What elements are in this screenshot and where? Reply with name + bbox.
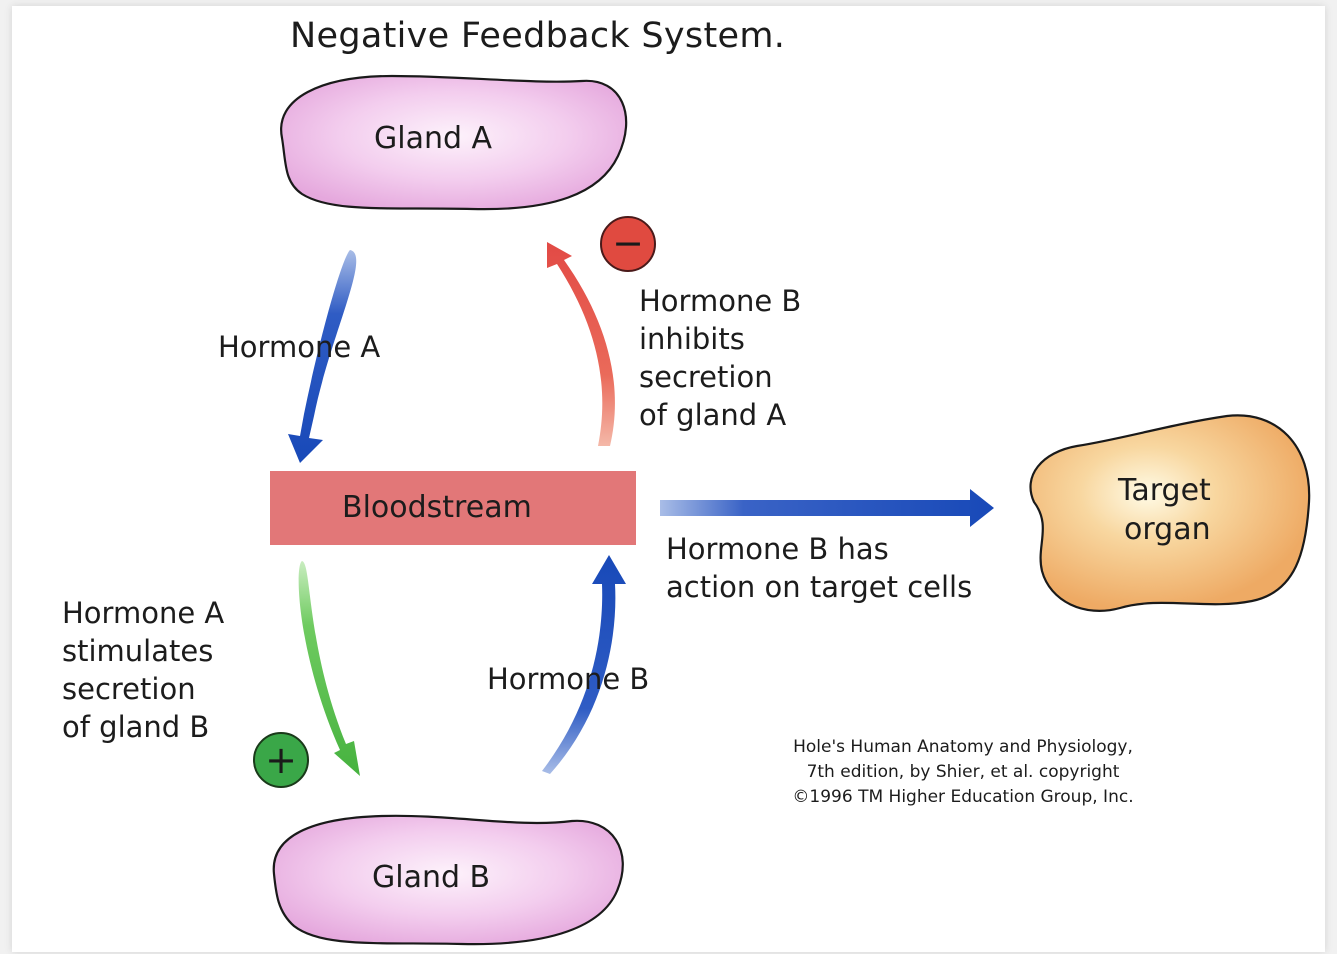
gland-b-label: Gland B bbox=[372, 860, 491, 895]
gland-a-shape bbox=[280, 74, 628, 211]
bloodstream-label: Bloodstream bbox=[342, 490, 532, 525]
hormone-a-label: Hormone A bbox=[218, 330, 381, 364]
minus-badge bbox=[600, 216, 656, 272]
action-line-2: action on target cells bbox=[666, 570, 973, 604]
action-arrow bbox=[660, 489, 994, 527]
target-organ-shape bbox=[1029, 414, 1311, 612]
plus-sign: + bbox=[265, 738, 297, 782]
hormone-b-arrow bbox=[542, 555, 626, 774]
inhibit-line-2: inhibits bbox=[639, 322, 745, 356]
diagram-title: Negative Feedback System. bbox=[290, 16, 786, 56]
stimulate-line-2: stimulates bbox=[62, 634, 214, 668]
citation-line-2: 7th edition, by Shier, et al. copyright bbox=[806, 762, 1120, 782]
diagram-graphics: − + bbox=[253, 74, 1311, 946]
gland-b-shape bbox=[272, 814, 624, 946]
stimulate-line-1: Hormone A bbox=[62, 596, 225, 630]
citation-line-1: Hole's Human Anatomy and Physiology, bbox=[793, 737, 1133, 757]
stimulate-arrow bbox=[298, 561, 360, 776]
citation-line-3: ©1996 TM Higher Education Group, Inc. bbox=[792, 787, 1134, 807]
inhibit-annotation: Hormone B inhibits secretion of gland A bbox=[639, 282, 801, 434]
stimulate-annotation: Hormone A stimulates secretion of gland … bbox=[62, 594, 224, 746]
target-organ-label-line1: Target bbox=[1118, 473, 1211, 508]
hormone-b-label: Hormone B bbox=[487, 662, 650, 696]
inhibit-line-1: Hormone B bbox=[639, 284, 802, 318]
inhibit-line-4: of gland A bbox=[639, 398, 787, 432]
stimulate-line-4: of gland B bbox=[62, 710, 210, 744]
minus-sign: − bbox=[612, 221, 644, 265]
bloodstream-bar bbox=[270, 471, 636, 545]
inhibit-arrow bbox=[547, 242, 615, 446]
action-annotation: Hormone B has action on target cells bbox=[666, 530, 972, 606]
target-organ-label-line2: organ bbox=[1124, 512, 1211, 547]
gland-a-label: Gland A bbox=[374, 121, 493, 156]
plus-badge bbox=[253, 732, 309, 788]
diagram-canvas: − + Negative Feedback System. Gland A Gl… bbox=[12, 6, 1325, 952]
hormone-a-arrow bbox=[288, 250, 357, 463]
stimulate-line-3: secretion bbox=[62, 672, 196, 706]
action-line-1: Hormone B has bbox=[666, 532, 889, 566]
citation: Hole's Human Anatomy and Physiology, 7th… bbox=[718, 735, 1208, 810]
inhibit-line-3: secretion bbox=[639, 360, 773, 394]
